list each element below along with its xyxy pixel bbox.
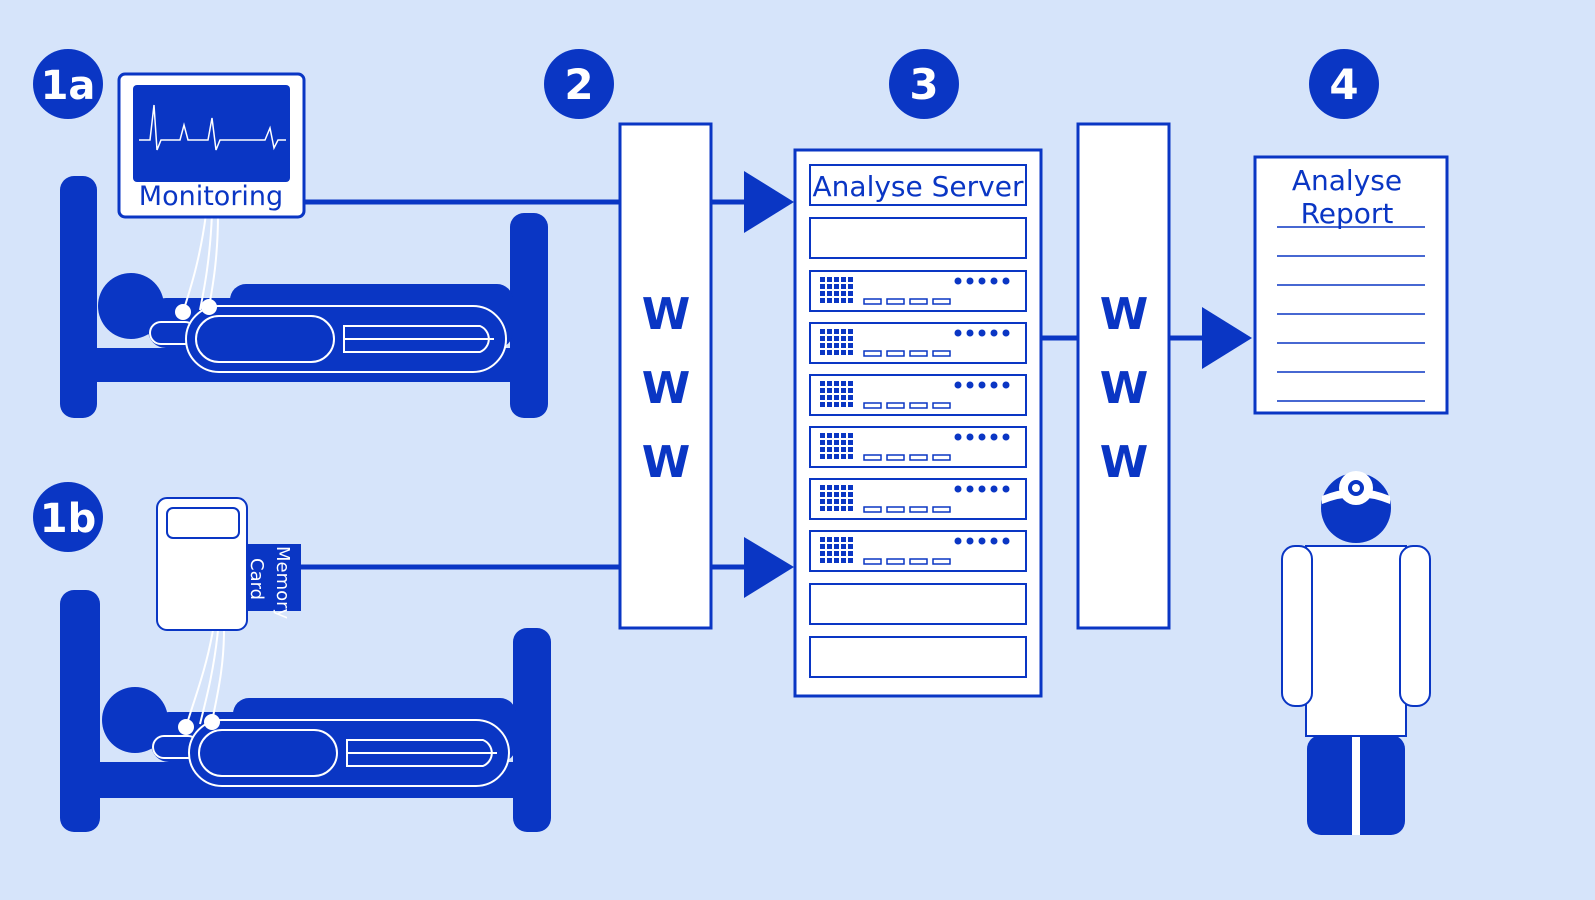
server-vent-grid bbox=[820, 433, 853, 459]
server-rack-icon: Analyse Server bbox=[793, 148, 1043, 698]
holter-recorder-icon: Memory Card bbox=[156, 497, 301, 631]
doctor-coat bbox=[1305, 545, 1407, 737]
server-status-lights bbox=[954, 277, 1010, 285]
monitor-icon: Monitoring bbox=[117, 72, 306, 219]
server-vent-grid bbox=[820, 381, 853, 407]
doctor-head bbox=[1321, 473, 1391, 543]
memory-card-label-line2: Card bbox=[246, 558, 267, 600]
patient-body-left bbox=[195, 315, 335, 363]
recorder-display bbox=[166, 507, 240, 539]
patient-body-right bbox=[343, 325, 490, 353]
server-status-lights bbox=[954, 381, 1010, 389]
bed-footboard bbox=[513, 628, 551, 832]
server-unit bbox=[809, 322, 1027, 364]
recorder-body bbox=[156, 497, 248, 631]
step-badge-1a-label: 1a bbox=[41, 63, 96, 109]
doctor-arm-left bbox=[1281, 545, 1313, 707]
server-vent-grid bbox=[820, 485, 853, 511]
report-title-line2: Report bbox=[1301, 197, 1394, 230]
arrow-right-icon bbox=[711, 537, 794, 598]
server-drive-bays bbox=[863, 402, 951, 409]
step-badge-4-label: 4 bbox=[1329, 60, 1358, 109]
step-badge-3: 3 bbox=[889, 49, 959, 119]
www-letter: W bbox=[642, 437, 691, 488]
patient-body-left bbox=[198, 729, 338, 777]
server-drive-bays bbox=[863, 558, 951, 565]
server-unit bbox=[809, 426, 1027, 468]
server-blank-slot bbox=[809, 583, 1027, 625]
www-box bbox=[618, 122, 713, 630]
electrode-cables-1b bbox=[185, 629, 225, 728]
bed-headboard bbox=[60, 176, 97, 418]
doctor-arm-right bbox=[1399, 545, 1431, 707]
server-drive-bays bbox=[863, 350, 951, 357]
server-status-lights bbox=[954, 329, 1010, 337]
memory-card bbox=[239, 544, 301, 611]
server-drive-bays bbox=[863, 506, 951, 513]
bed-footboard bbox=[510, 213, 548, 418]
step-badge-2: 2 bbox=[544, 49, 614, 119]
patient-icon bbox=[102, 687, 510, 787]
patient-body-right bbox=[346, 739, 493, 767]
server-blank-slot bbox=[809, 636, 1027, 678]
server-status-lights bbox=[954, 485, 1010, 493]
server-drive-bays bbox=[863, 298, 951, 305]
step-badge-3-label: 3 bbox=[909, 60, 938, 109]
server-title: Analyse Server bbox=[813, 170, 1024, 203]
ecg-waveform bbox=[139, 104, 286, 151]
server-vent-grid bbox=[820, 329, 853, 355]
patient-icon bbox=[98, 273, 507, 373]
www-cloud-left: W W W bbox=[618, 122, 713, 630]
server-unit bbox=[809, 478, 1027, 520]
www-letter: W bbox=[1100, 289, 1149, 340]
bed-icon bbox=[60, 176, 548, 418]
step-badge-1b-label: 1b bbox=[40, 496, 96, 542]
server-unit bbox=[809, 270, 1027, 312]
arrow-right-icon bbox=[1169, 307, 1252, 369]
server-unit bbox=[809, 530, 1027, 572]
head-mirror-hole bbox=[1352, 484, 1360, 492]
server-drive-bays bbox=[863, 454, 951, 461]
server-blank-slot bbox=[809, 217, 1027, 259]
server-title-panel bbox=[809, 164, 1027, 206]
step-badge-2-label: 2 bbox=[564, 60, 593, 109]
www-letter: W bbox=[1100, 363, 1149, 414]
www-cloud-right: W W W bbox=[1076, 122, 1171, 630]
server-vent-grid bbox=[820, 277, 853, 303]
server-vent-grid bbox=[820, 537, 853, 563]
report-title-line1: Analyse bbox=[1292, 164, 1402, 197]
step-badge-1a: 1a bbox=[33, 49, 103, 119]
server-status-lights bbox=[954, 537, 1010, 545]
doctor-icon bbox=[1281, 471, 1431, 835]
step-badge-4: 4 bbox=[1309, 49, 1379, 119]
patient-head bbox=[98, 273, 164, 339]
step-badge-1b: 1b bbox=[33, 482, 103, 552]
www-letter: W bbox=[642, 289, 691, 340]
www-letter: W bbox=[642, 363, 691, 414]
document-icon: Analyse Report bbox=[1253, 155, 1449, 415]
server-unit bbox=[809, 374, 1027, 416]
www-box bbox=[1076, 122, 1171, 630]
monitor-screen bbox=[133, 85, 290, 182]
memory-card-label-line1: Memory bbox=[272, 546, 293, 620]
electrode-cables-1a bbox=[182, 213, 219, 313]
www-letter: W bbox=[1100, 437, 1149, 488]
monitor-label: Monitoring bbox=[139, 181, 283, 212]
bed-headboard bbox=[60, 590, 100, 832]
server-status-lights bbox=[954, 433, 1010, 441]
arrow-right-icon bbox=[711, 171, 794, 233]
report-text-lines bbox=[1277, 226, 1425, 402]
